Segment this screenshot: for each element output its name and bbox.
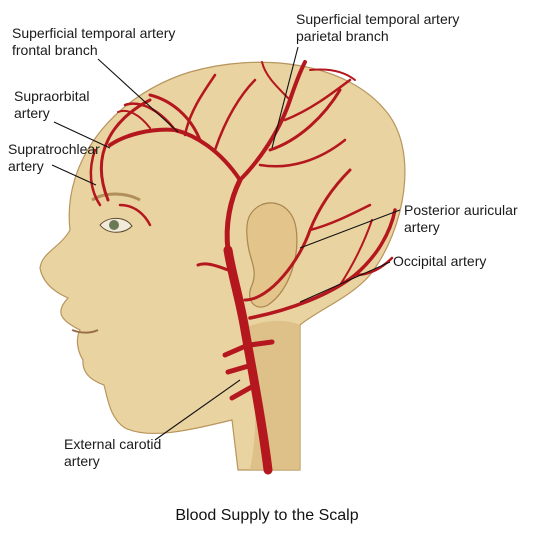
label-supratrochlear: Supratrochlear artery xyxy=(8,141,100,175)
figure-caption: Blood Supply to the Scalp xyxy=(0,507,534,525)
label-posterior-auricular: Posterior auricular artery xyxy=(404,202,518,236)
label-superficial-temporal-frontal: Superficial temporal artery frontal bran… xyxy=(12,25,175,59)
label-occipital: Occipital artery xyxy=(393,253,486,270)
head-outline xyxy=(40,62,405,470)
carotid-branch-4 xyxy=(250,342,272,345)
iris xyxy=(109,220,119,230)
label-supraorbital: Supraorbital artery xyxy=(14,88,90,122)
label-superficial-temporal-parietal: Superficial temporal artery parietal bra… xyxy=(296,11,459,45)
label-external-carotid: External carotid artery xyxy=(64,436,161,470)
